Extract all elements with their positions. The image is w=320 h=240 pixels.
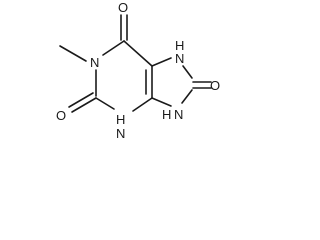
atom-o-top: O bbox=[118, 0, 128, 15]
atom-n7-h: H bbox=[175, 38, 184, 53]
bond-c6-n1 bbox=[102, 40, 125, 56]
bond-c2-o-left-a bbox=[71, 97, 97, 113]
bond-c2-n3 bbox=[95, 97, 115, 110]
bond-n3-c4 bbox=[132, 97, 153, 112]
bond-c5-c6 bbox=[123, 40, 153, 67]
atom-o-left: O bbox=[56, 108, 66, 123]
bond-c8-n9 bbox=[181, 89, 193, 104]
atom-n9-h: H bbox=[162, 107, 171, 122]
bond-n1-methyl bbox=[59, 45, 87, 62]
bond-c5-n7 bbox=[151, 57, 172, 67]
atom-n9: N bbox=[174, 107, 183, 122]
atom-n3-h: H bbox=[116, 112, 125, 127]
atom-labels: O N O H N H N O H N bbox=[56, 0, 220, 141]
atom-n-methyl: N bbox=[90, 55, 99, 70]
bonds bbox=[59, 14, 212, 113]
structure-diagram: O N O H N H N O H N bbox=[0, 0, 222, 148]
atom-o-right: O bbox=[210, 78, 220, 93]
bond-c2-o-left-b bbox=[68, 92, 94, 108]
molecule-svg: O N O H N H N O H N bbox=[56, 0, 220, 141]
atom-n3: N bbox=[116, 126, 125, 141]
bond-n7-c8 bbox=[182, 65, 193, 79]
bond-n9-c4 bbox=[151, 97, 172, 107]
atom-n7: N bbox=[175, 51, 184, 66]
